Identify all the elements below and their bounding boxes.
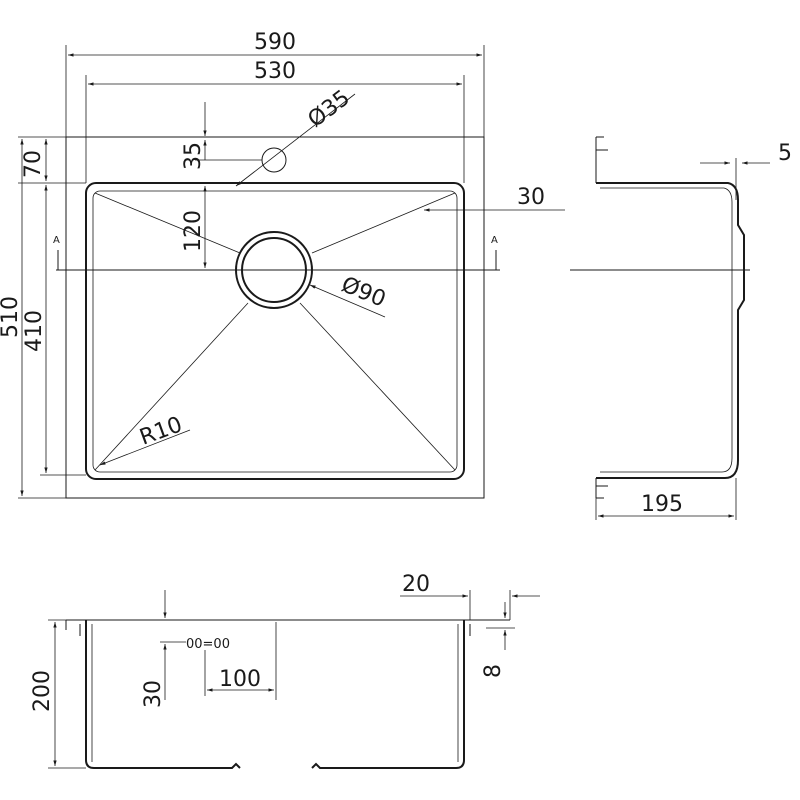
dim-label-overflow-width: 100 xyxy=(219,667,261,692)
outer-plate-outline xyxy=(65,136,485,499)
dim-label-flange-thickness: 8 xyxy=(481,664,506,678)
slope-line xyxy=(311,192,456,254)
section-label-right: A xyxy=(491,235,498,246)
front-view: 00=00 20 8 30 100 200 xyxy=(30,572,540,769)
dim-label-drain-offset: 120 xyxy=(181,210,206,252)
dim-label-bowl-height: 195 xyxy=(641,492,683,517)
slope-line xyxy=(94,192,241,254)
dim-label-rim-depth: 70 xyxy=(21,150,46,178)
dim-label-flange-offset: 5 xyxy=(778,141,792,166)
front-flange-right xyxy=(464,619,510,636)
dim-label-flange-width: 20 xyxy=(402,572,430,597)
overflow-label: 00=00 xyxy=(186,637,230,652)
front-flange-left xyxy=(65,619,86,636)
side-flange-top xyxy=(595,136,608,183)
dim-label-front-height: 200 xyxy=(30,670,55,712)
dim-label-slope-offset: 30 xyxy=(517,185,545,210)
side-flange-bottom xyxy=(595,478,608,499)
dim-label-overall-depth: 510 xyxy=(0,296,23,338)
dim-label-bowl-depth: 410 xyxy=(22,310,47,352)
side-view: 5 195 xyxy=(570,136,792,520)
side-bowl-profile xyxy=(596,182,745,479)
dim-label-drain-diameter: Ø90 xyxy=(338,272,389,312)
slope-line xyxy=(94,302,249,471)
dim-label-corner-radius: R10 xyxy=(137,412,186,450)
top-view: A A 590 530 Ø35 35 120 Ø90 R10 30 xyxy=(0,30,565,499)
tap-hole-circle xyxy=(261,147,287,173)
dim-label-overall-width: 590 xyxy=(254,30,296,55)
front-bowl-outline xyxy=(85,620,465,769)
slope-line xyxy=(299,302,456,471)
dim-label-tap-hole: Ø35 xyxy=(304,86,355,133)
leader-drain xyxy=(309,284,386,318)
bowl-inner-outline xyxy=(92,190,458,473)
leader-tap-hole xyxy=(235,93,356,187)
side-bowl-inner xyxy=(600,187,733,473)
leader-corner-radius xyxy=(99,429,191,466)
dim-label-overflow-offset: 30 xyxy=(141,680,166,708)
dim-label-bowl-width: 530 xyxy=(254,59,296,84)
section-label-left: A xyxy=(53,235,60,246)
dim-label-tap-offset: 35 xyxy=(181,142,206,170)
bowl-outer-outline xyxy=(85,182,465,480)
